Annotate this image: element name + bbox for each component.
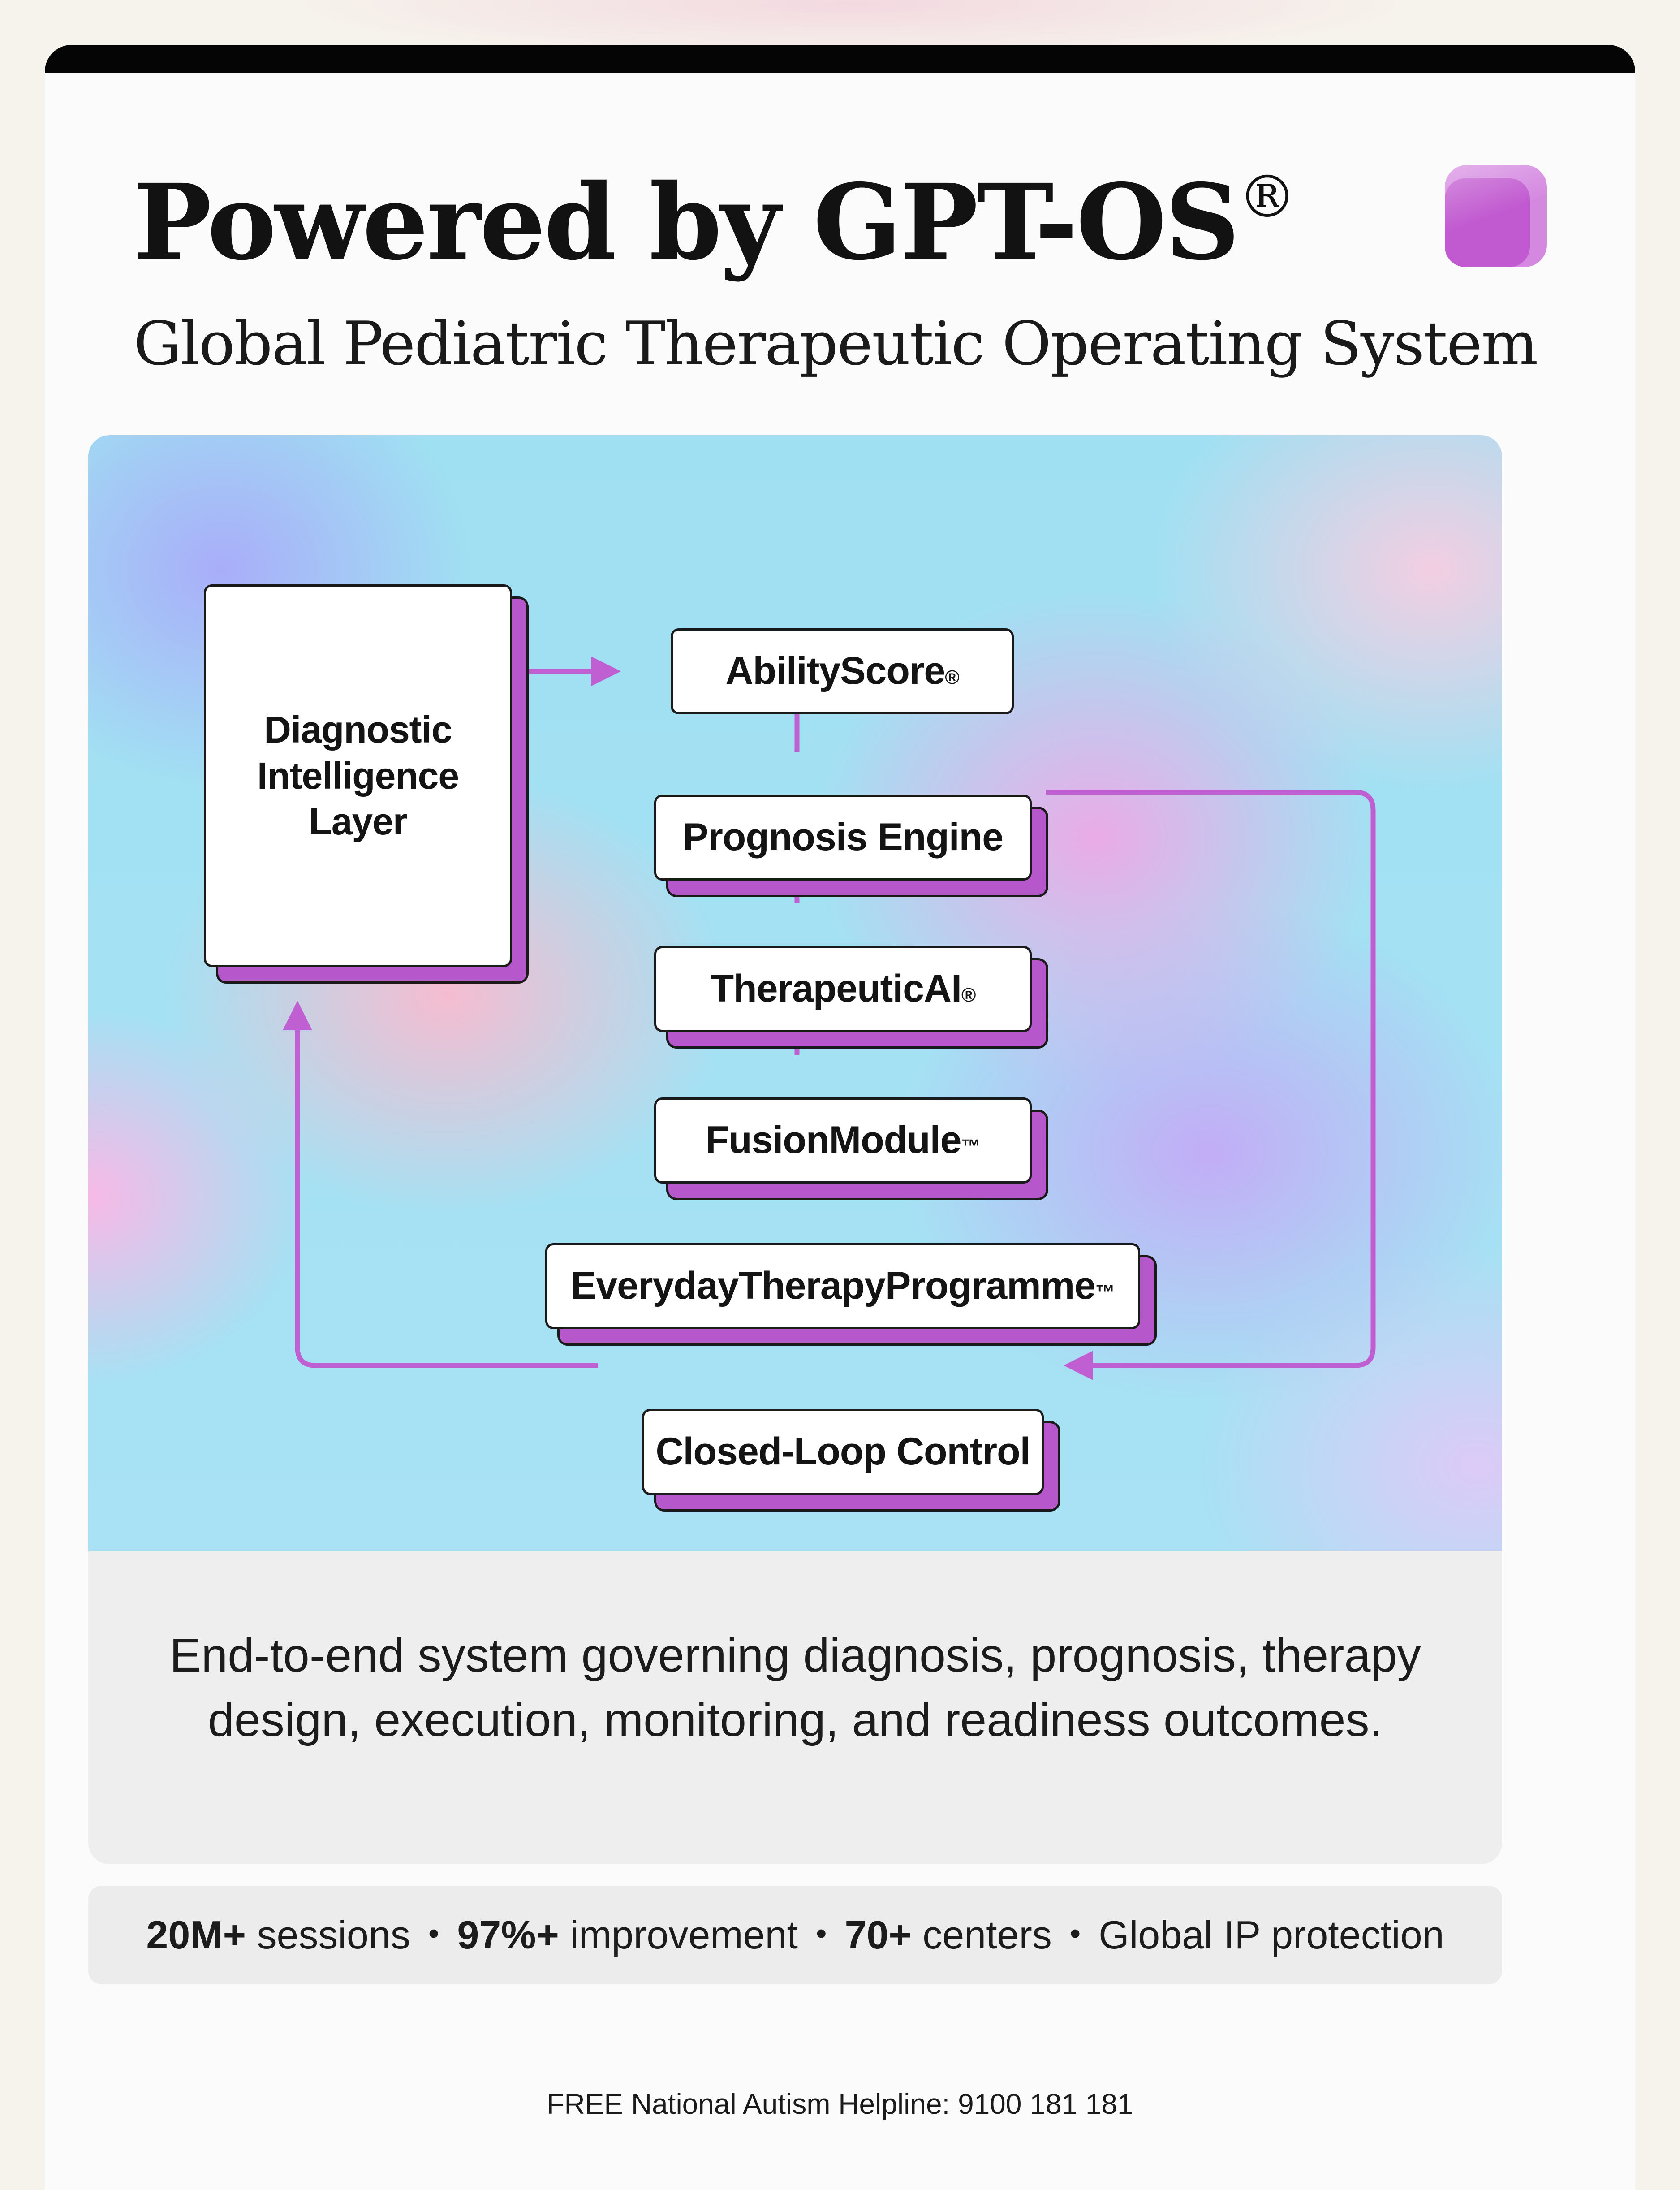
stat-improvement: 97%+ improvement — [457, 1913, 798, 1957]
stat-separator: • — [815, 1916, 827, 1951]
logo-shine — [1445, 165, 1547, 267]
edge-closedloop-to-diagnostic — [283, 1001, 598, 1368]
stat-sessions: 20M+ sessions — [146, 1913, 410, 1957]
app-logo-icon — [1445, 165, 1547, 267]
node-abilityscore: AbilityScore® — [671, 628, 1014, 714]
architecture-diagram: Diagnostic Intelligence Layer AbilitySco… — [88, 435, 1502, 1551]
stat-centers: 70+ centers — [844, 1913, 1052, 1957]
logo-inner-square — [1445, 178, 1530, 267]
stat-ip-protection: Global IP protection — [1098, 1913, 1444, 1957]
stat-separator: • — [1069, 1916, 1081, 1951]
description-box: End-to-end system governing diagnosis, p… — [88, 1551, 1502, 1864]
stat-separator: • — [428, 1916, 439, 1951]
edge-prognosis-to-closedloop — [1046, 790, 1376, 1380]
page-title: Powered by GPT-OS® — [134, 161, 1297, 283]
page-subtitle: Global Pediatric Therapeutic Operating S… — [134, 309, 1538, 379]
node-diagnostic-intelligence-layer: Diagnostic Intelligence Layer — [204, 584, 512, 967]
node-therapeuticai: TherapeuticAI® — [654, 946, 1032, 1032]
registered-mark: ® — [1238, 163, 1297, 231]
node-diagnostic-label: Diagnostic Intelligence Layer — [257, 708, 459, 843]
helpline-text: FREE National Autism Helpline: 9100 181 … — [547, 2088, 1133, 2120]
node-closed-loop-control: Closed-Loop Control — [642, 1409, 1044, 1495]
description-text: End-to-end system governing diagnosis, p… — [169, 1629, 1421, 1746]
card-top-bar — [45, 45, 1635, 73]
stats-bar: 20M+ sessions • 97%+ improvement • 70+ c… — [88, 1886, 1502, 1984]
node-prognosis-engine: Prognosis Engine — [654, 795, 1032, 881]
